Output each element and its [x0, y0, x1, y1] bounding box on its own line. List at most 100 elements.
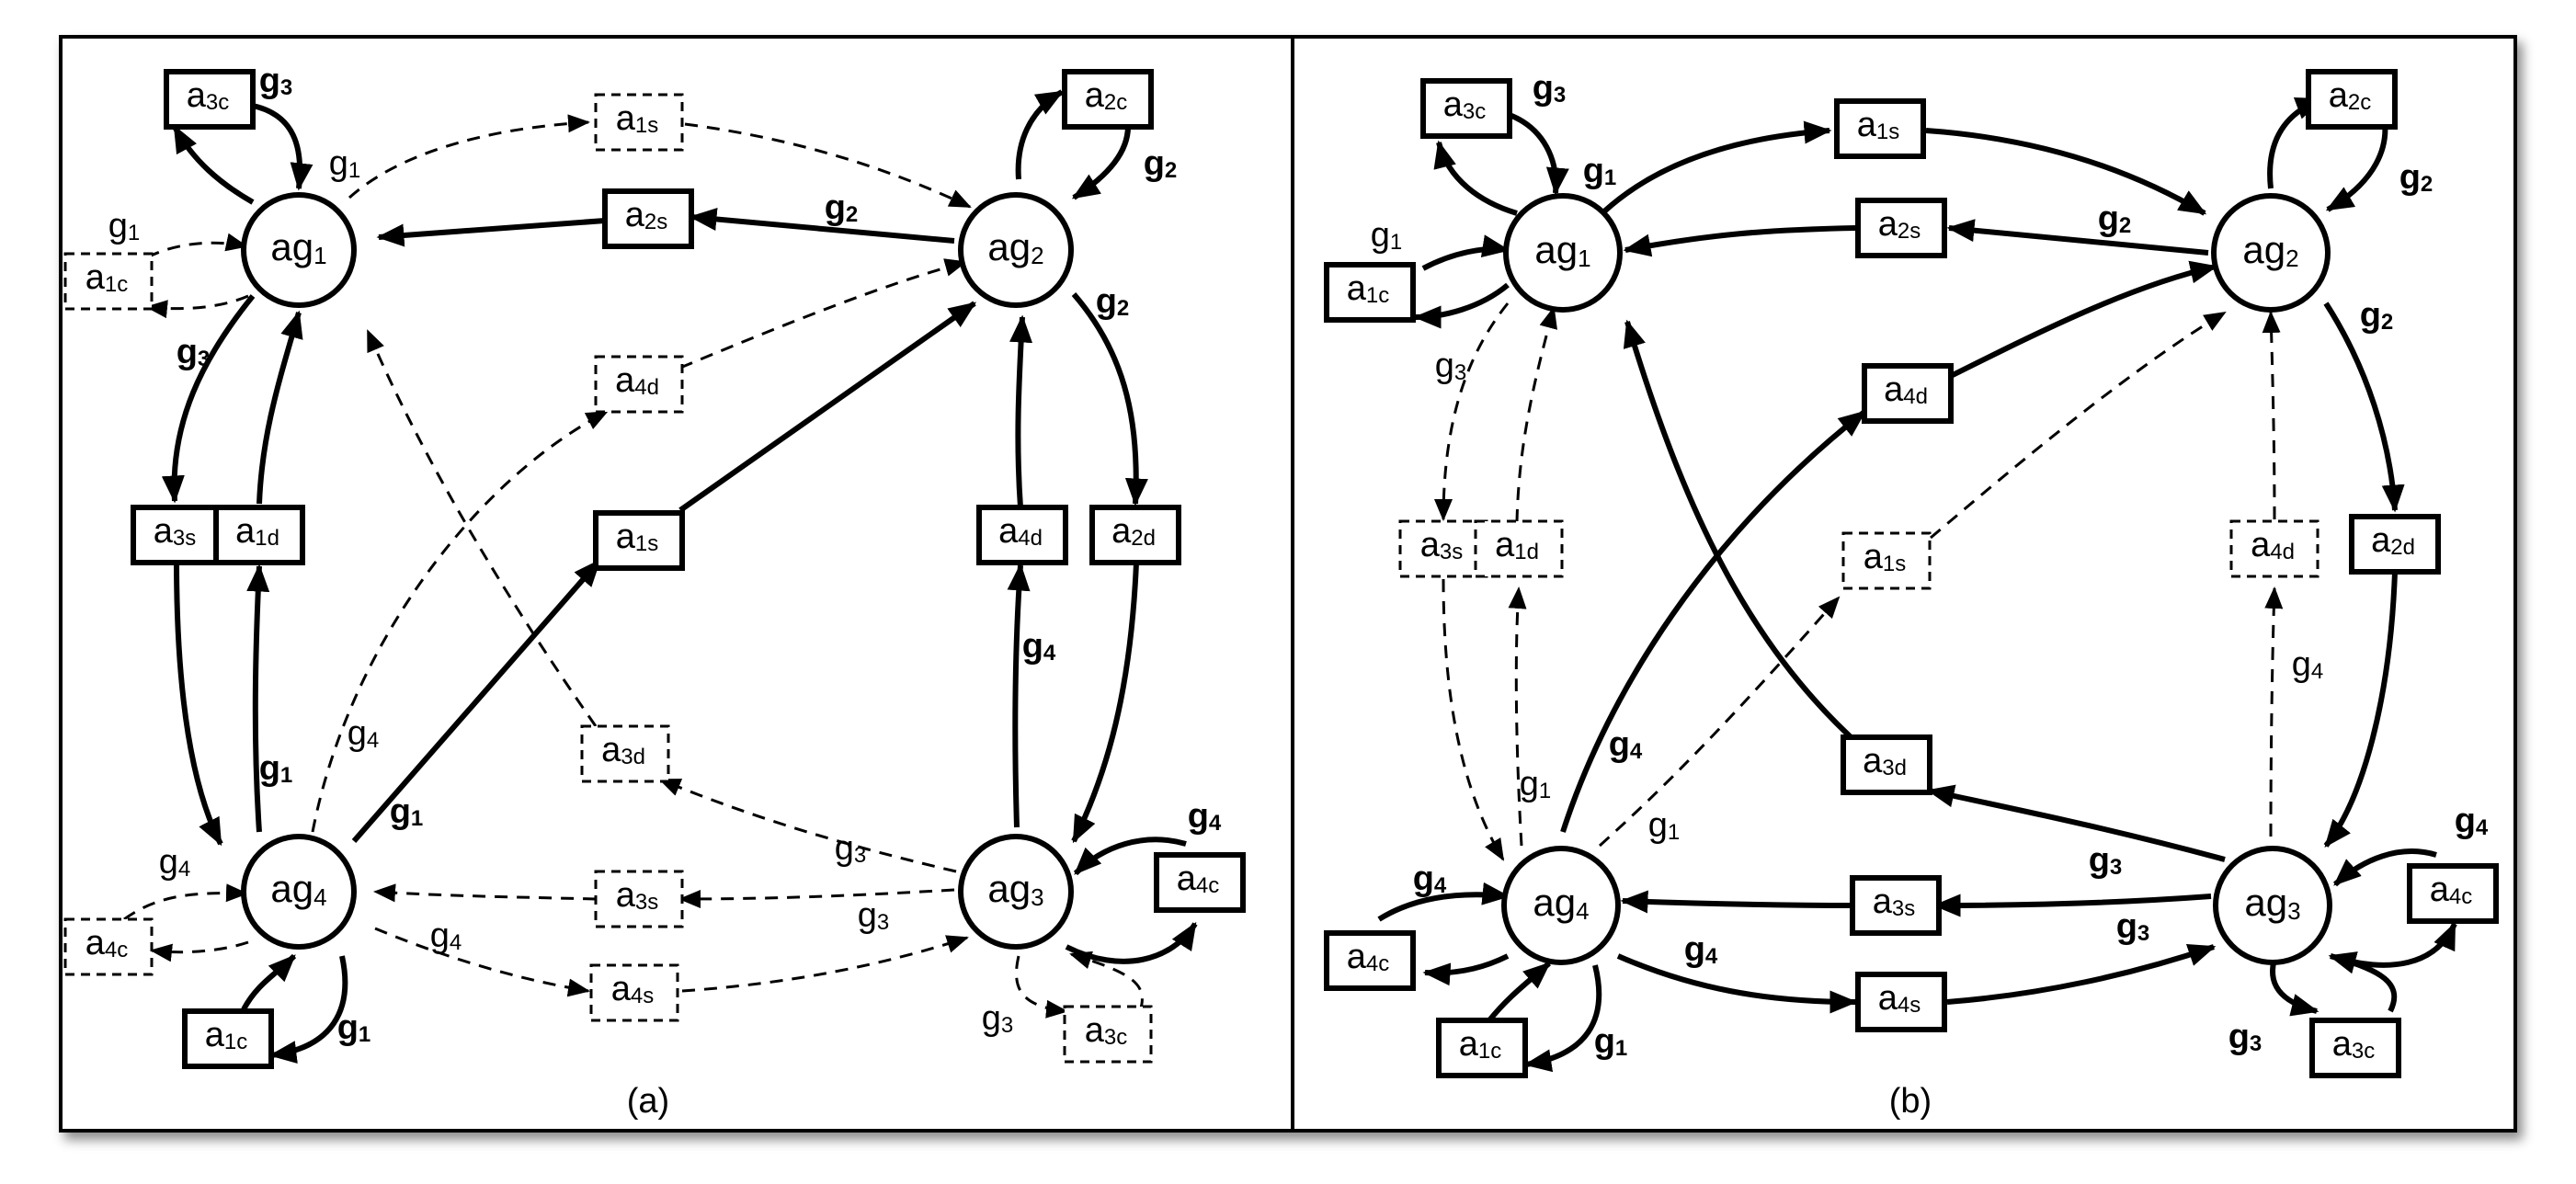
- edge-a1s-ag2: [678, 301, 977, 513]
- panel-a-dashed-edges: [123, 114, 1144, 1019]
- action-box-a2c: [1062, 69, 1154, 130]
- action-box-a4d: [594, 355, 684, 414]
- edge-ag2-a2c: [1015, 89, 1065, 180]
- agent-label-ag2: ag2: [2242, 228, 2298, 272]
- goal-label-g1_bot: g1: [1594, 1022, 1628, 1061]
- edge-ag3-a4d: [2264, 586, 2284, 837]
- action-label-a3c_bot: a3c: [2332, 1025, 2376, 1064]
- action-box-a1c: [1324, 262, 1416, 323]
- edge-a4d-ag2: [1947, 260, 2218, 380]
- goal-label-g1_bot: g1: [337, 1008, 371, 1047]
- action-box-a1s_mid: [593, 510, 685, 571]
- action-box-a2d: [2349, 514, 2441, 575]
- edge-a3d-ag1: [1623, 319, 1862, 747]
- edge-ag4-a1c: [1523, 964, 1602, 1073]
- action-label-a4d: a4d: [615, 361, 659, 400]
- goal-label-g1_left: g1: [1371, 216, 1403, 255]
- edge-ag1-a1c: [145, 294, 249, 319]
- action-box-a3s_bot: [1850, 875, 1942, 936]
- action-label-a1s: a1s: [616, 99, 659, 138]
- action-box-a3d: [1841, 734, 1932, 795]
- edge-ag4-a1c: [268, 955, 348, 1064]
- edge-ag4-a4d: [1560, 409, 1866, 833]
- goal-label-g2_mid: g2: [825, 188, 859, 227]
- edge-ag4-a4c: [1422, 953, 1510, 986]
- action-label-a3d: a3d: [1863, 742, 1907, 780]
- edge-a1s-ag2: [1925, 128, 2207, 216]
- edge-a4c-ag3: [2332, 848, 2437, 887]
- goal-label-g1_diag: g1: [390, 792, 424, 831]
- action-box-a4d_right: [976, 505, 1068, 565]
- edge-ag3-a3c: [1015, 955, 1068, 1019]
- goal-label-g3_dash1: g3: [835, 829, 867, 868]
- agent-node-ag3: [2213, 846, 2332, 965]
- agent-label-ag2: ag2: [987, 225, 1043, 269]
- agent-label-ag1: ag1: [270, 225, 326, 269]
- goal-label-g3_dash2: g3: [858, 896, 890, 935]
- edge-a4c-ag4: [1377, 882, 1510, 922]
- action-box-a3s_bot: [594, 870, 684, 928]
- agent-node-ag2: [2211, 193, 2331, 313]
- goal-label-g4_mid: g4: [1609, 725, 1643, 764]
- edge-ag1-a3s: [161, 294, 256, 504]
- goal-label-g1_left: g1: [108, 207, 141, 245]
- action-box-a1c_bot: [182, 1008, 274, 1069]
- goal-label-g4_dash: g4: [2292, 645, 2324, 684]
- agent-node-ag1: [241, 192, 357, 308]
- edge-a4s-ag3: [1946, 944, 2217, 1005]
- action-label-a4c_left: a4c: [85, 924, 129, 962]
- edge-ag1-a3s: [1434, 302, 1510, 521]
- panel-b-dashed-edges: [1434, 302, 2284, 861]
- goal-label-g4_bot: g4: [430, 916, 462, 955]
- action-box-a4c_left: [1324, 930, 1416, 991]
- edge-a4d-ag2: [679, 258, 967, 370]
- edge-a3s-ag4: [174, 560, 223, 847]
- edge-a3d-ag1: [366, 329, 598, 727]
- action-label-a1c: a1c: [1347, 269, 1390, 308]
- edge-a1c-ag4: [1487, 961, 1551, 1022]
- edge-ag3-a3s: [1932, 894, 2212, 917]
- action-label-a2d: a2d: [1111, 512, 1156, 551]
- edge-ag4-a1s: [1598, 596, 1841, 848]
- edge-ag1-a3c: [172, 124, 255, 205]
- action-box-a1d: [1474, 519, 1564, 578]
- edge-a2d-ag3: [2323, 571, 2398, 848]
- edge-a1d-ag1: [256, 310, 303, 505]
- goal-label-g4_loopL: g4: [1413, 860, 1447, 898]
- action-label-a1s_mid: a1s: [1864, 538, 1907, 576]
- edge-ag2-a2s: [689, 208, 955, 244]
- action-box-a4d: [1862, 363, 1954, 424]
- action-box-a1c_bot: [1436, 1018, 1528, 1078]
- edge-a1c-ag1: [146, 233, 248, 259]
- action-box-a4s: [1855, 972, 1947, 1032]
- action-box-a4s: [589, 963, 679, 1022]
- action-label-a4c_right: a4c: [2430, 871, 2473, 909]
- goal-label-g1_dash1: g1: [1520, 765, 1552, 803]
- panel-b: [1377, 97, 2457, 1073]
- agent-label-ag3: ag3: [2244, 881, 2300, 925]
- agent-node-ag2: [958, 192, 1074, 308]
- action-box-a3c: [164, 69, 256, 130]
- action-label-a3s_bot: a3s: [1873, 882, 1916, 921]
- action-label-a3c: a3c: [1443, 85, 1487, 124]
- edge-a4d-ag2: [1009, 314, 1033, 508]
- goal-label-g3_low1: g3: [2089, 841, 2123, 880]
- goal-label-g4_right: g4: [1022, 627, 1056, 666]
- action-box-a1c: [63, 252, 154, 311]
- panel-b-solid-edges: [1377, 97, 2457, 1073]
- action-label-a3s_bot: a3s: [616, 876, 659, 915]
- goal-label-g4_loop: g4: [1188, 797, 1222, 836]
- action-label-a3c_bot: a3c: [1085, 1011, 1128, 1050]
- agent-label-ag4: ag4: [1533, 881, 1589, 925]
- edge-ag4-a4s: [374, 927, 590, 997]
- action-box-a2c: [2306, 69, 2398, 130]
- edge-a4d-ag2: [2262, 311, 2281, 520]
- action-box-a3s: [131, 505, 222, 565]
- action-label-a2d: a2d: [2371, 521, 2415, 560]
- goal-label-g2_corner: g2: [1096, 282, 1130, 321]
- edge-a3c-ag3: [2328, 951, 2398, 1013]
- goal-label-g2_right: g2: [1144, 144, 1178, 183]
- goal-label-g1_top: g1: [1583, 152, 1617, 190]
